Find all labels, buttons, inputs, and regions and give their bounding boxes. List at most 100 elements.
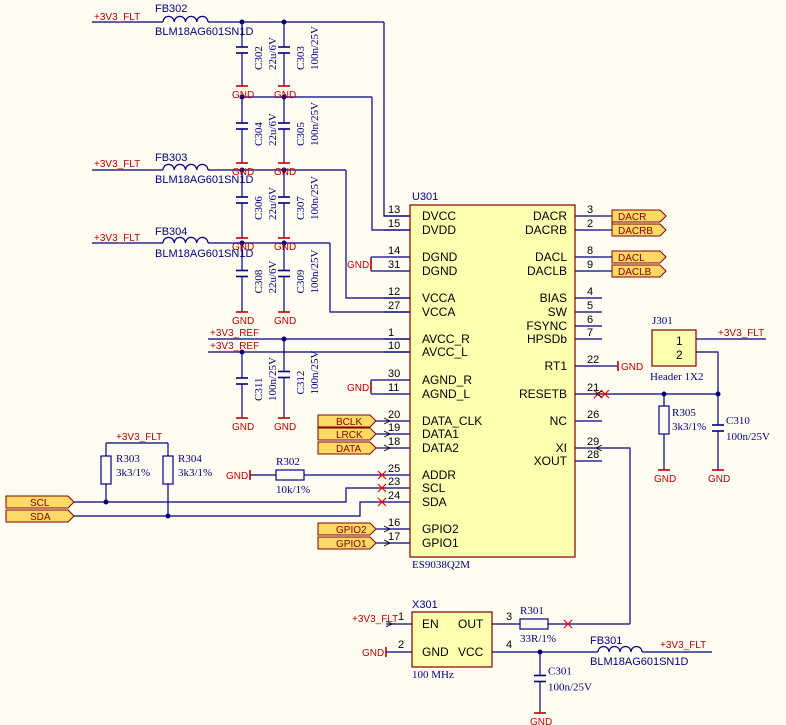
cap-ref: C303 xyxy=(295,46,307,70)
ferrite-bead-icon xyxy=(162,15,209,23)
res-value: 3k3/1% xyxy=(672,421,706,433)
pin-name: NC xyxy=(550,414,568,428)
ferrite-ref: FB304 xyxy=(155,226,187,238)
pin-name: DATA2 xyxy=(422,441,459,455)
gnd-label: GND xyxy=(621,362,643,373)
ferrite-ref: FB302 xyxy=(155,3,187,15)
gnd-label: GND xyxy=(232,316,254,327)
pin-name: DGND xyxy=(422,264,458,278)
cap-value: 22u/6V xyxy=(267,260,279,293)
pin-number: 16 xyxy=(388,517,400,529)
pin-name: SW xyxy=(548,305,568,319)
pin-number: 8 xyxy=(587,245,593,257)
ferrite-bead-icon xyxy=(162,236,209,244)
pin-arrow-icon xyxy=(383,525,391,533)
junction-dot-icon xyxy=(239,240,245,246)
port-label: DACLB xyxy=(618,267,652,278)
pin-number: 1 xyxy=(388,327,394,339)
gnd-label: GND xyxy=(274,167,296,178)
header-ref: J301 xyxy=(652,315,673,327)
pin-name: DATA_CLK xyxy=(422,414,482,428)
pin-name: GND xyxy=(422,645,449,659)
ic-part: ES9038Q2M xyxy=(412,559,470,571)
pin-name: VCC xyxy=(458,645,484,659)
pin-name: ADDR xyxy=(422,468,456,482)
no-connect-icon xyxy=(377,497,387,507)
net-label: +3V3_REF xyxy=(210,328,259,339)
cap-ref: C306 xyxy=(253,196,265,220)
res-value: 33R/1% xyxy=(520,633,556,645)
header-j301-body xyxy=(651,329,697,367)
gnd-label: GND xyxy=(274,316,296,327)
ferrite-bead-icon xyxy=(162,163,209,171)
junction-dot-icon xyxy=(281,336,287,342)
port-label: DACL xyxy=(618,253,645,264)
gnd-label: GND xyxy=(232,90,254,101)
net-label: +3V3_FLT xyxy=(660,640,706,651)
pin-number: 4 xyxy=(587,286,593,298)
cap-value: 22u/6V xyxy=(267,37,279,70)
cap-value: 100n/25V xyxy=(309,350,321,394)
ferrite-ref: FB301 xyxy=(590,635,622,647)
pin-name: DACR xyxy=(533,209,567,223)
pin-name: SDA xyxy=(422,495,447,509)
resistor-icon xyxy=(275,469,305,481)
pin-number: 9 xyxy=(587,259,593,271)
junction-dot-icon xyxy=(281,240,287,246)
net-label: +3V3_FLT xyxy=(94,12,140,23)
pin-number: 29 xyxy=(587,436,599,448)
pin-name: DACRB xyxy=(525,223,567,237)
cap-ref: C310 xyxy=(726,415,750,427)
net-label: +3V3_FLT xyxy=(352,614,398,625)
pin-name: FSYNC xyxy=(526,319,567,333)
cap-ref: C304 xyxy=(253,122,265,146)
pin-number: 30 xyxy=(388,368,400,380)
cap-ref: C311 xyxy=(253,378,265,401)
port-arrow-icon xyxy=(317,522,377,536)
port-arrow-icon xyxy=(317,536,377,550)
pin-name: DVDD xyxy=(422,223,456,237)
port-label: SDA xyxy=(30,512,51,523)
resistor-icon xyxy=(519,618,549,630)
port-arrow-icon xyxy=(317,441,377,455)
gnd-label: GND xyxy=(232,422,254,433)
net-label: +3V3_FLT xyxy=(94,233,140,244)
pin-arrow-icon xyxy=(383,539,391,547)
pin-arrow-icon xyxy=(383,430,391,438)
ferrite-value: BLM18AG601SN1D xyxy=(155,26,253,38)
cap-ref: C309 xyxy=(295,269,307,293)
pin-name: DGND xyxy=(422,250,458,264)
gnd-label: GND xyxy=(232,167,254,178)
pin-name: SCL xyxy=(422,481,446,495)
pin-arrow-icon xyxy=(383,444,391,452)
pin-number: 22 xyxy=(587,354,599,366)
pin-name: AVCC_R xyxy=(422,332,470,346)
gnd-label: GND xyxy=(654,474,676,485)
resistor-icon xyxy=(100,455,112,485)
cap-ref: C307 xyxy=(295,196,307,220)
junction-dot-icon xyxy=(165,513,171,519)
pin-number: 3 xyxy=(587,204,593,216)
pin-name: VCCA xyxy=(422,291,455,305)
pin-number: 11 xyxy=(388,382,399,394)
junction-dot-icon xyxy=(715,391,721,397)
no-connect-icon xyxy=(377,470,387,480)
gnd-label: GND xyxy=(347,260,369,271)
pin-number: 6 xyxy=(587,314,593,326)
pin-number: 2 xyxy=(587,218,593,230)
cap-ref: C312 xyxy=(295,371,307,395)
pin-name: VCCA xyxy=(422,305,455,319)
pin-number: 19 xyxy=(388,422,400,434)
gnd-label: GND xyxy=(347,383,369,394)
cap-ref: C301 xyxy=(548,666,572,678)
no-connect-icon xyxy=(563,619,573,629)
wire xyxy=(106,487,384,503)
cap-value: 100n/25V xyxy=(309,249,321,293)
junction-dot-icon xyxy=(239,94,245,100)
pin-name: AVCC_L xyxy=(422,345,468,359)
gnd-label: GND xyxy=(274,242,296,253)
header-value: Header 1X2 xyxy=(650,371,703,383)
wire xyxy=(696,351,719,394)
